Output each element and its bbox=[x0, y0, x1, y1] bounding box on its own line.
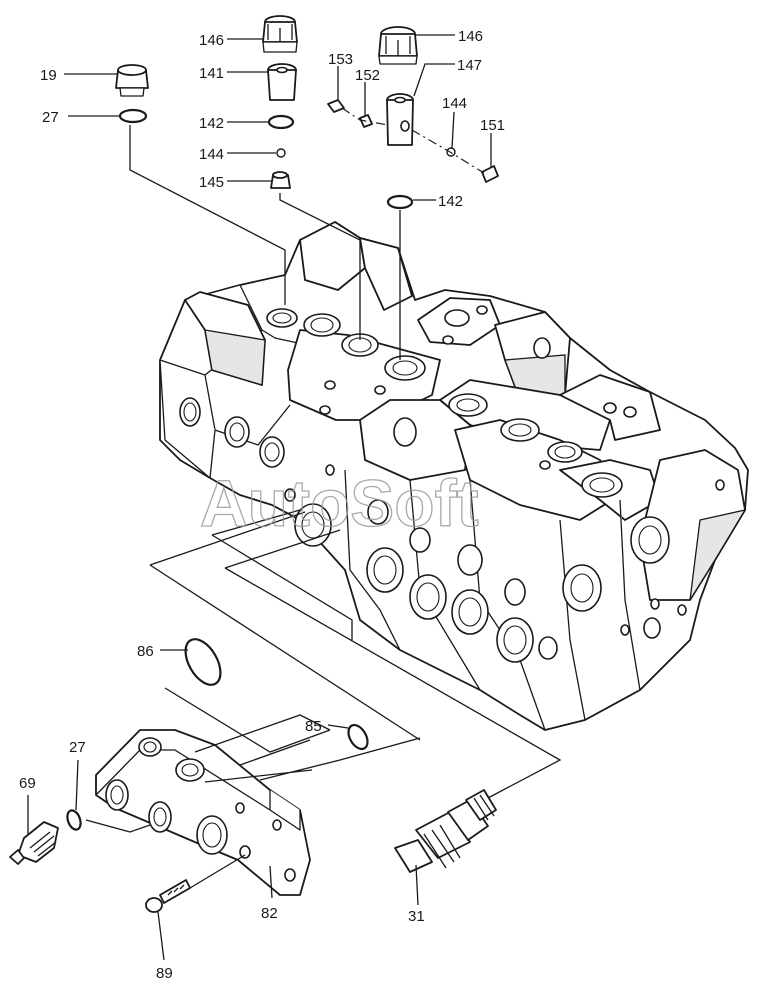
alignment-line-c bbox=[211, 509, 301, 536]
alignment-line-d bbox=[211, 534, 353, 640]
o-ring-85 bbox=[347, 723, 369, 751]
o-ring-27-top bbox=[118, 108, 148, 124]
alignment-line-e bbox=[224, 529, 341, 569]
alignment-line-89 bbox=[189, 854, 246, 889]
alignment-line-27 bbox=[85, 819, 151, 833]
bolt-89 bbox=[145, 879, 191, 913]
callout-146-right: 146 bbox=[458, 28, 483, 45]
callout-82: 82 bbox=[261, 905, 278, 922]
callout-147: 147 bbox=[457, 57, 482, 74]
assembly-line-151 bbox=[411, 129, 485, 174]
fitting-69 bbox=[9, 821, 59, 865]
alignment-line-b bbox=[149, 564, 421, 741]
assembly-line-153 bbox=[341, 107, 389, 126]
plug-19 bbox=[115, 64, 149, 97]
callout-85: 85 bbox=[305, 718, 322, 735]
plug-146-right bbox=[378, 26, 418, 65]
plug-146-left bbox=[262, 15, 298, 53]
callout-27-top: 27 bbox=[42, 109, 59, 126]
watermark-text: AutoSoft bbox=[200, 466, 479, 540]
callout-146-left: 146 bbox=[199, 32, 224, 49]
alignment-line-a bbox=[149, 511, 306, 566]
callout-86: 86 bbox=[137, 643, 154, 660]
o-ring-86 bbox=[184, 638, 222, 686]
alignment-line-plate-a bbox=[194, 714, 331, 766]
callout-89: 89 bbox=[156, 965, 173, 982]
alignment-line-86 bbox=[164, 687, 331, 753]
callout-151: 151 bbox=[480, 117, 505, 134]
alignment-line-31 bbox=[224, 567, 562, 799]
callout-144-right: 144 bbox=[442, 95, 467, 112]
o-ring-142-left bbox=[267, 114, 295, 130]
ball-144-left bbox=[276, 148, 286, 158]
callout-141: 141 bbox=[199, 65, 224, 82]
screw-153 bbox=[327, 99, 345, 113]
o-ring-142-right bbox=[386, 194, 414, 210]
callout-19: 19 bbox=[40, 67, 57, 84]
callout-142-left: 142 bbox=[199, 115, 224, 132]
alignment-line-141 bbox=[279, 193, 361, 340]
callout-31: 31 bbox=[408, 908, 425, 925]
callout-142-right: 142 bbox=[438, 193, 463, 210]
o-ring-27-bottom bbox=[66, 809, 82, 831]
control-valve-body bbox=[159, 221, 749, 731]
cartridge-31 bbox=[394, 789, 497, 873]
callout-153: 153 bbox=[328, 51, 353, 68]
callout-27-bottom: 27 bbox=[69, 739, 86, 756]
leader-lines bbox=[27, 34, 492, 961]
part-141 bbox=[267, 63, 297, 101]
alignment-line-19 bbox=[129, 125, 286, 305]
adapter-plate-82 bbox=[95, 729, 311, 896]
callout-69: 69 bbox=[19, 775, 36, 792]
callout-145: 145 bbox=[199, 174, 224, 191]
screw-151 bbox=[481, 165, 499, 183]
callout-152: 152 bbox=[355, 67, 380, 84]
callout-144-left: 144 bbox=[199, 146, 224, 163]
alignment-line-plate-b bbox=[204, 737, 421, 783]
part-147 bbox=[386, 93, 414, 146]
part-145 bbox=[270, 171, 291, 189]
